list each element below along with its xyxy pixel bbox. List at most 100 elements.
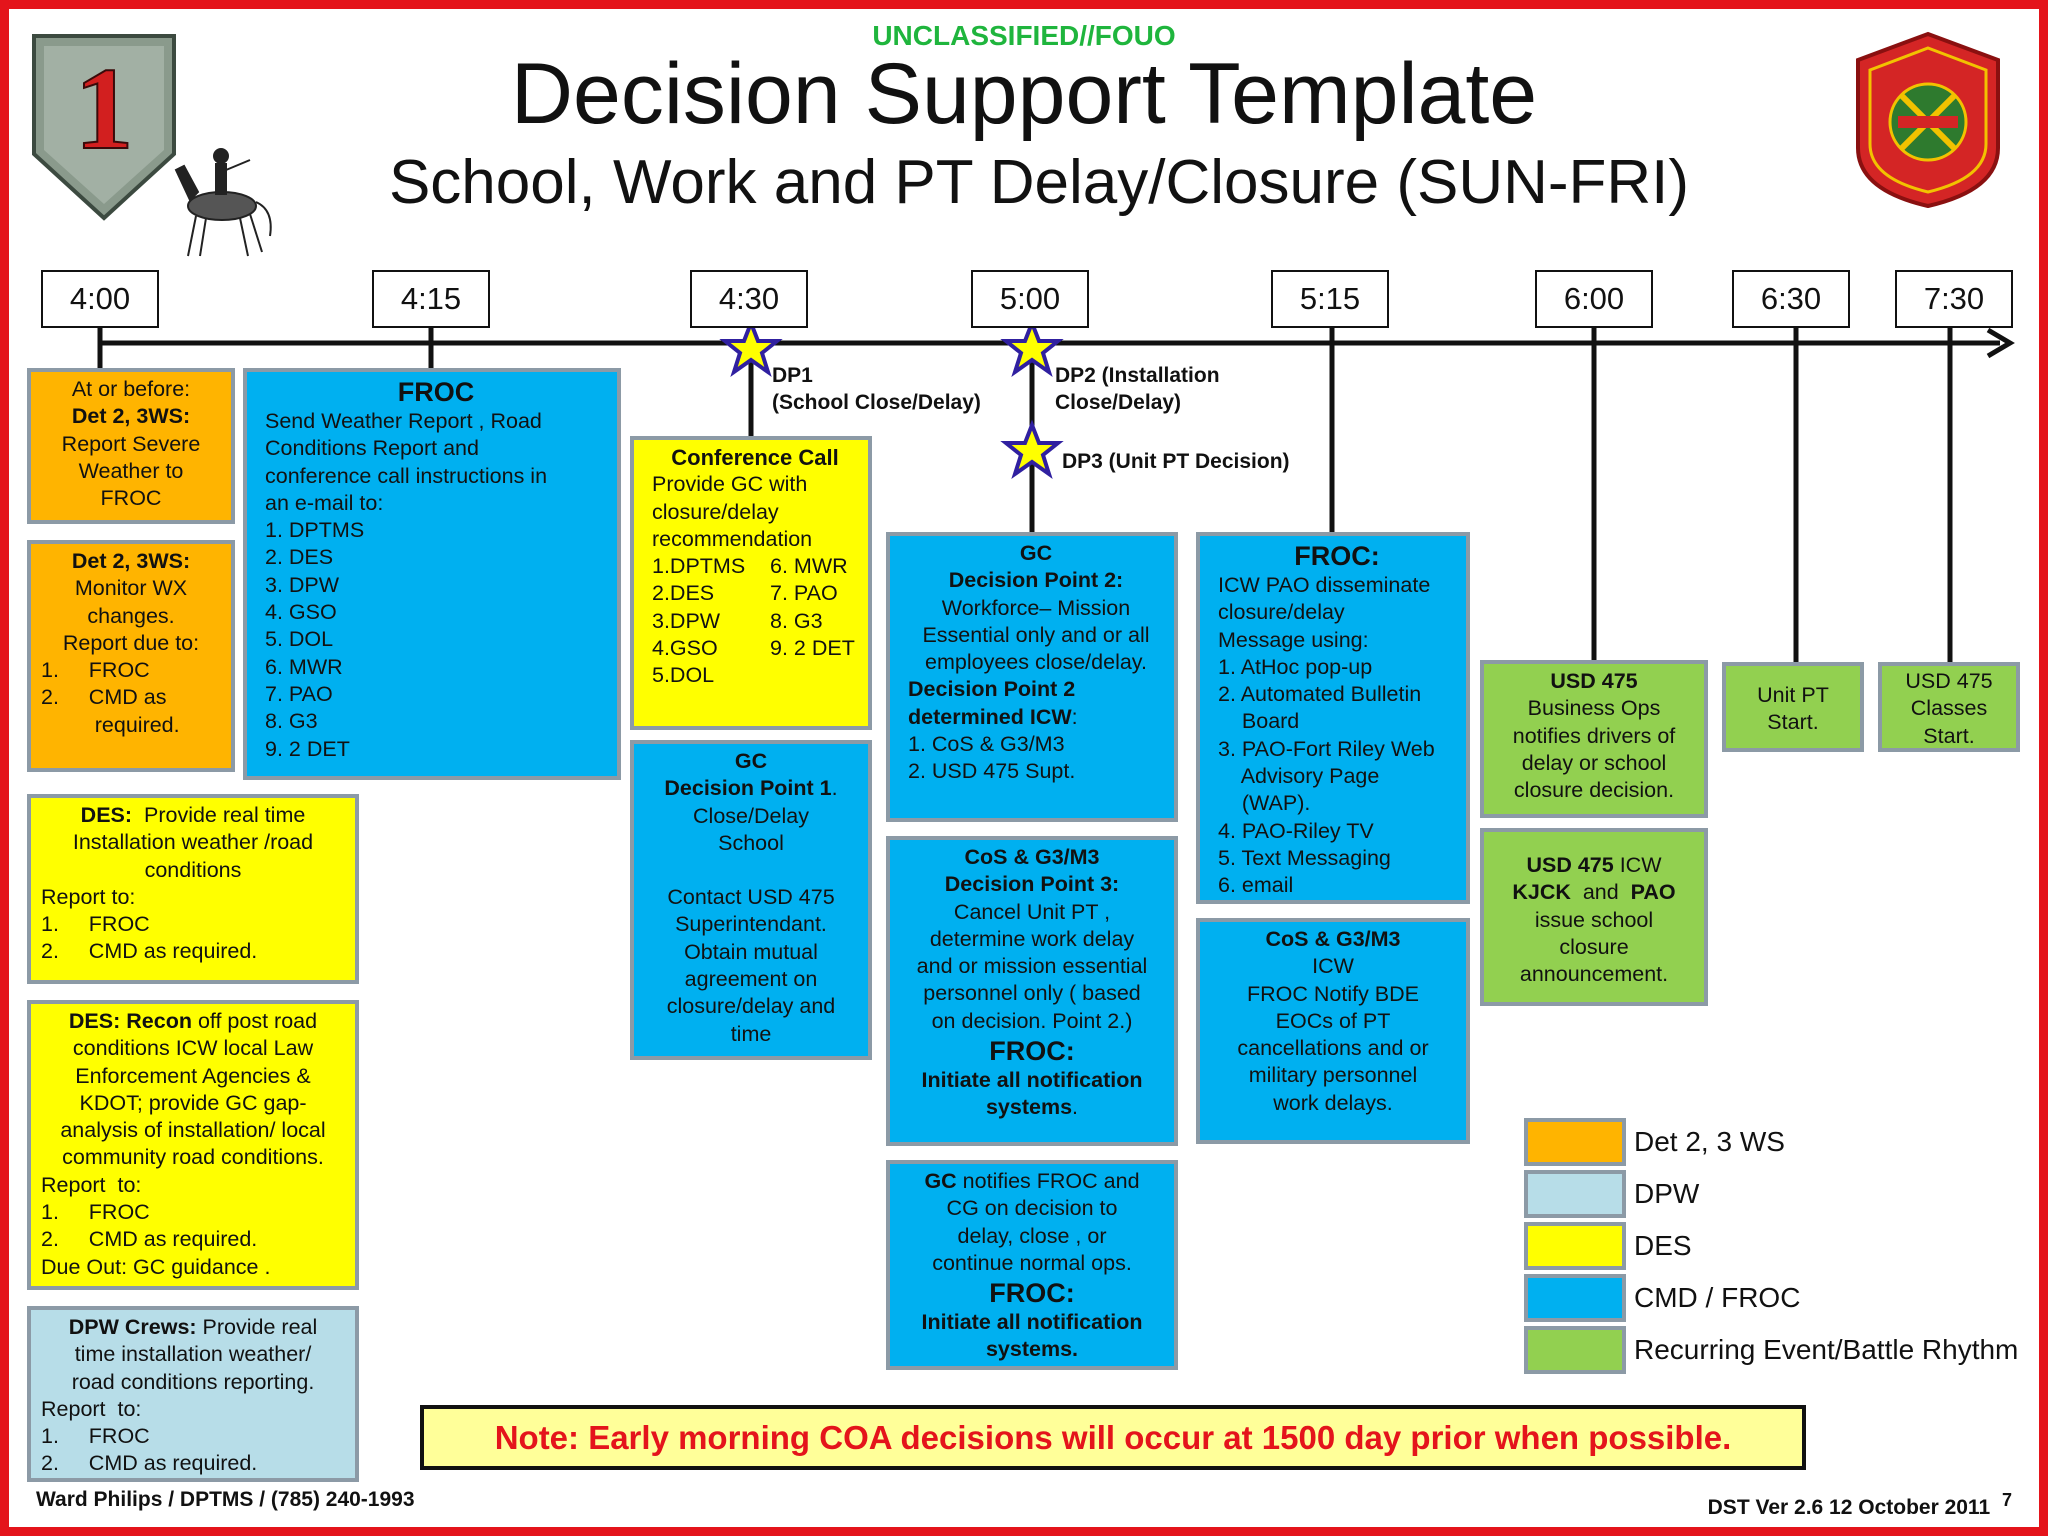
list-item: 2. DES <box>265 545 334 570</box>
box-line: Report due to: <box>62 630 200 655</box>
box-line: : <box>1071 704 1078 729</box>
box-line: issue school <box>1534 907 1654 932</box>
list-item: 8. G3 <box>265 709 318 734</box>
box-line: Superintendant. <box>675 912 827 937</box>
list-item: 2. CMD as required. <box>41 1451 258 1476</box>
box-line: closure/delay <box>1218 600 1345 625</box>
legend-item: DPW <box>1524 1170 2024 1218</box>
box-line: At or before: <box>71 377 191 401</box>
box-line: off post road <box>191 1009 318 1033</box>
box-lead: DPW Crews: <box>68 1315 197 1339</box>
legend-swatch <box>1524 1326 1626 1374</box>
box-heading: FROC: <box>989 1036 1075 1067</box>
froc-email-box: FROC Send Weather Report , Road Conditio… <box>243 368 621 780</box>
time-label-6-00: 6:00 <box>1535 270 1653 328</box>
box-line: closure <box>1559 934 1629 959</box>
box-line: determine work delay <box>929 926 1135 951</box>
dp1-label: DP1 (School Close/Delay) <box>772 362 981 416</box>
box-line: conditions <box>144 857 242 882</box>
box-line: School <box>718 830 784 855</box>
box-line: USD 475 <box>1526 853 1614 877</box>
box-line: USD 475 <box>1905 669 1993 693</box>
slide-subtitle: School, Work and PT Delay/Closure (SUN-F… <box>388 148 1690 217</box>
box-line: time installation weather/ <box>74 1342 312 1367</box>
box-line: Decision Point 2 <box>908 677 1076 702</box>
box-line: and <box>1570 880 1631 905</box>
box-line: Report Severe <box>61 431 201 456</box>
box-line: an e-mail to: <box>265 490 384 515</box>
box-line: closure decision. <box>1513 778 1675 803</box>
list-item: 6. MWR <box>770 554 848 579</box>
box-line: GC <box>1019 541 1053 565</box>
list-item: 7. PAO <box>770 581 838 606</box>
box-line: ICW PAO disseminate <box>1218 573 1431 597</box>
box-heading: FROC: <box>989 1278 1075 1309</box>
time-label-5-00: 5:00 <box>971 270 1089 328</box>
legend-label: Det 2, 3 WS <box>1634 1126 1785 1157</box>
box-line: Due Out: GC guidance . <box>41 1254 271 1279</box>
legend-label: CMD / FROC <box>1634 1282 1801 1313</box>
time-label-4-15: 4:15 <box>372 270 490 328</box>
box-line: GC <box>734 749 768 773</box>
version-text: DST Ver 2.6 12 October 2011 <box>1707 1496 1991 1519</box>
box-line: . <box>1072 1095 1079 1120</box>
patch-numeral: 1 <box>75 43 134 174</box>
box-line: on decision. Point 2.) <box>931 1008 1133 1033</box>
des-recon-box: DES: Recon off post road conditions ICW … <box>27 1000 359 1290</box>
legend-label: Recurring Event/Battle Rhythm <box>1634 1334 2019 1365</box>
legend-label: DES <box>1634 1230 1692 1261</box>
box-line: FROC <box>100 486 162 511</box>
conference-call-box: Conference Call Provide GC with closure/… <box>630 436 872 730</box>
box-line: Decision Point 3: <box>944 872 1120 897</box>
box-line: Obtain mutual <box>684 939 818 964</box>
box-line: Decision Point 1 <box>664 776 832 801</box>
box-line: recommendation <box>652 526 813 551</box>
legend-item: CMD / FROC <box>1524 1274 2024 1322</box>
box-line: Initiate all notification <box>921 1310 1143 1335</box>
list-item: 7. PAO <box>265 681 333 706</box>
box-line: notifies drivers of <box>1512 723 1676 748</box>
list-item: required. <box>41 712 180 737</box>
box-line: personnel only ( based <box>923 981 1141 1006</box>
footer-contact: Ward Philips / DPTMS / (785) 240-1993 <box>36 1488 415 1511</box>
box-line: PAO <box>1630 880 1676 905</box>
box-line: closure/delay <box>652 499 779 524</box>
list-item: 1. CoS & G3/M3 <box>908 732 1065 757</box>
box-line: CG on decision to <box>946 1196 1118 1221</box>
list-item: 4. PAO-Riley TV <box>1218 818 1374 843</box>
cos-decision-point-3-box: CoS & G3/M3 Decision Point 3: Cancel Uni… <box>886 836 1178 1146</box>
box-line: Message using: <box>1218 627 1369 652</box>
box-line: Contact USD 475 <box>667 885 835 910</box>
box-line: . <box>831 776 838 801</box>
list-item: 1. AtHoc pop-up <box>1218 654 1373 679</box>
box-lead: DES: <box>80 803 133 827</box>
box-line: KJCK <box>1512 880 1571 905</box>
list-item: 1. FROC <box>41 1200 150 1225</box>
box-line: KDOT; provide GC gap- <box>79 1090 307 1115</box>
box-line: time <box>730 1021 772 1046</box>
list-item: 5.DOL <box>652 663 715 688</box>
gc-decision-point-1-box: GC Decision Point 1. Close/Delay School … <box>630 740 872 1060</box>
dpw-crews-box: DPW Crews: Provide real time installatio… <box>27 1306 359 1482</box>
dp2-label: DP2 (Installation Close/Delay) <box>1055 362 1220 416</box>
froc-pao-box: FROC: ICW PAO disseminate closure/delay … <box>1196 532 1470 904</box>
dp2-label-line: Close/Delay) <box>1055 391 1182 414</box>
cos-icw-box: CoS & G3/M3 ICW FROC Notify BDE EOCs of … <box>1196 918 1470 1144</box>
list-item: 2. CMD as <box>41 685 167 710</box>
box-line: Enforcement Agencies & <box>75 1063 311 1088</box>
classification-banner: UNCLASSIFIED//FOUO <box>872 20 1176 51</box>
box-line: Weather to <box>78 458 184 483</box>
time-label-6-30: 6:30 <box>1732 270 1850 328</box>
box-line: EOCs of PT <box>1275 1008 1391 1033</box>
list-item: 5. Text Messaging <box>1218 845 1391 870</box>
box-line: Cancel Unit PT , <box>953 899 1111 924</box>
list-item: 3. PAO-Fort Riley Web <box>1218 736 1435 761</box>
list-item: 2. USD 475 Supt. <box>908 759 1076 784</box>
dp1-star-icon <box>719 317 783 378</box>
box-line: Conditions Report and <box>265 436 479 461</box>
box-line: analysis of installation/ local <box>60 1118 326 1143</box>
box-line: Workforce– Mission <box>941 595 1131 620</box>
list-item: 1. FROC <box>41 912 150 937</box>
list-item: Board <box>1218 709 1300 734</box>
